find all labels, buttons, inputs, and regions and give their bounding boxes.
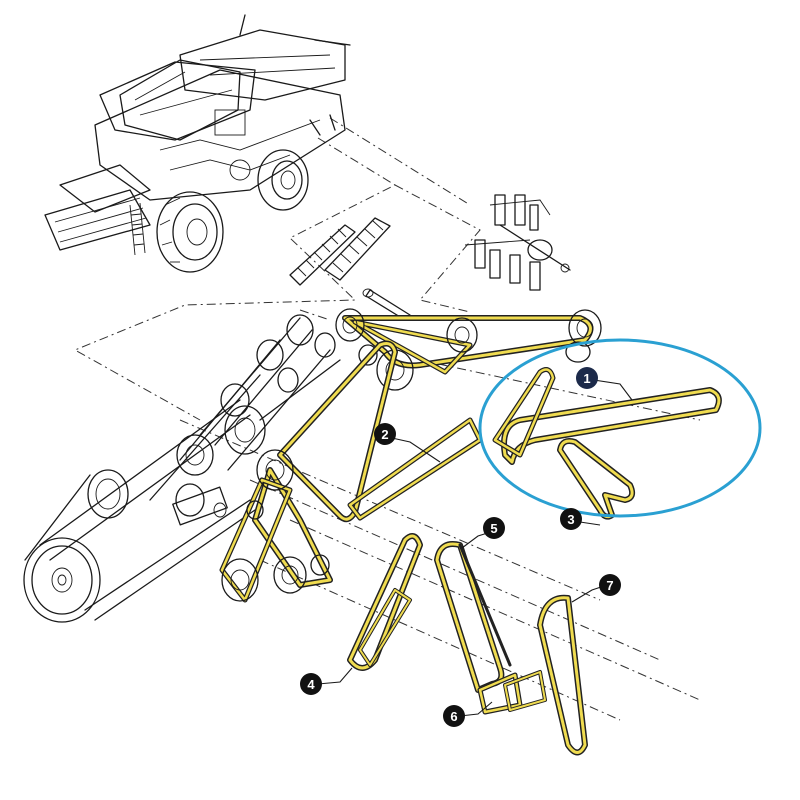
highlight-ellipse xyxy=(478,338,762,518)
callouts: 1 2 3 4 5 6 7 xyxy=(300,367,621,727)
assembly-guide-lines xyxy=(73,117,701,721)
svg-text:6: 6 xyxy=(450,709,457,724)
sieve-icon xyxy=(289,217,411,321)
belts xyxy=(219,308,722,756)
svg-text:4: 4 xyxy=(307,677,315,692)
callout-5[interactable]: 5 xyxy=(483,517,505,539)
combine-harvester-icon xyxy=(44,14,351,273)
main-drive-assembly xyxy=(23,314,341,623)
callout-1[interactable]: 1 xyxy=(576,367,598,389)
svg-text:7: 7 xyxy=(606,578,613,593)
callout-2[interactable]: 2 xyxy=(374,423,396,445)
callout-3[interactable]: 3 xyxy=(560,508,582,530)
svg-text:2: 2 xyxy=(381,427,388,442)
svg-text:1: 1 xyxy=(583,371,590,386)
chopper-rotor-icon xyxy=(464,194,571,291)
lower-pulleys xyxy=(221,449,330,602)
leader-lines xyxy=(317,379,633,717)
svg-text:5: 5 xyxy=(490,521,497,536)
pulley-icon xyxy=(23,537,101,623)
front-wheel xyxy=(156,191,224,273)
callout-6[interactable]: 6 xyxy=(443,705,465,727)
callout-7[interactable]: 7 xyxy=(599,574,621,596)
rear-wheel xyxy=(257,149,309,211)
callout-4[interactable]: 4 xyxy=(300,673,322,695)
svg-text:3: 3 xyxy=(567,512,574,527)
